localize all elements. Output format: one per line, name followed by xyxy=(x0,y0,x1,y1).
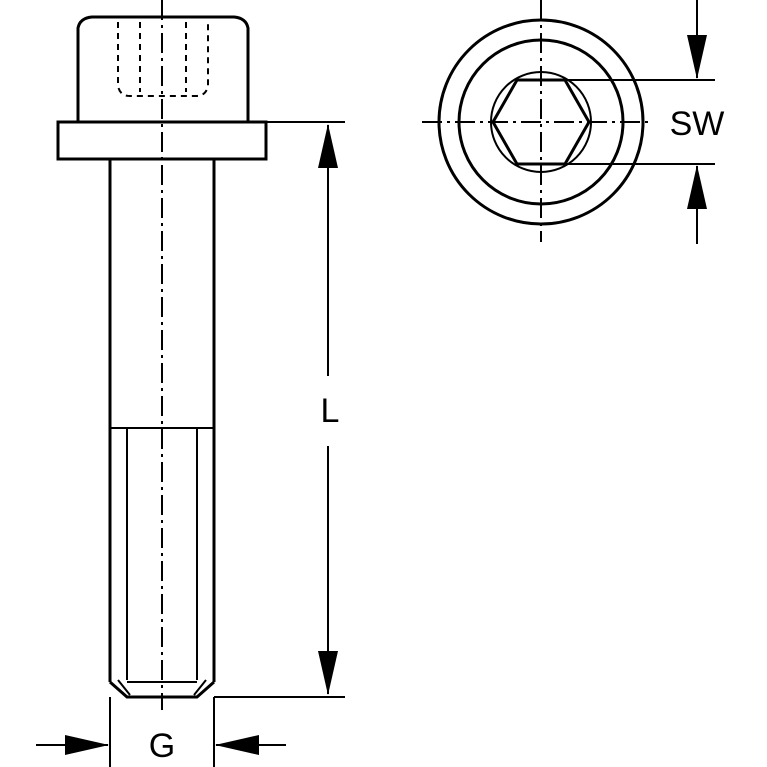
arrowhead-left-icon xyxy=(215,735,259,755)
arrowhead-down-icon xyxy=(687,35,707,79)
length-dimension: L xyxy=(214,121,345,698)
bolt-top-view xyxy=(422,0,650,242)
bolt-side-view xyxy=(56,0,268,710)
length-label: L xyxy=(321,392,340,430)
arrowhead-up-icon xyxy=(687,165,707,209)
bolt-shank xyxy=(108,159,216,682)
arrowhead-up-icon xyxy=(318,124,338,168)
socket-recess-hidden xyxy=(117,22,209,97)
thread-dimension: G xyxy=(36,697,286,767)
arrowhead-down-icon xyxy=(318,651,338,695)
wrench-size-label: SW xyxy=(670,105,725,143)
thread-label: G xyxy=(149,727,175,765)
arrowhead-right-icon xyxy=(65,735,109,755)
wrench-size-dimension: SW xyxy=(565,0,724,244)
tip-chamfer-mark xyxy=(117,679,207,696)
